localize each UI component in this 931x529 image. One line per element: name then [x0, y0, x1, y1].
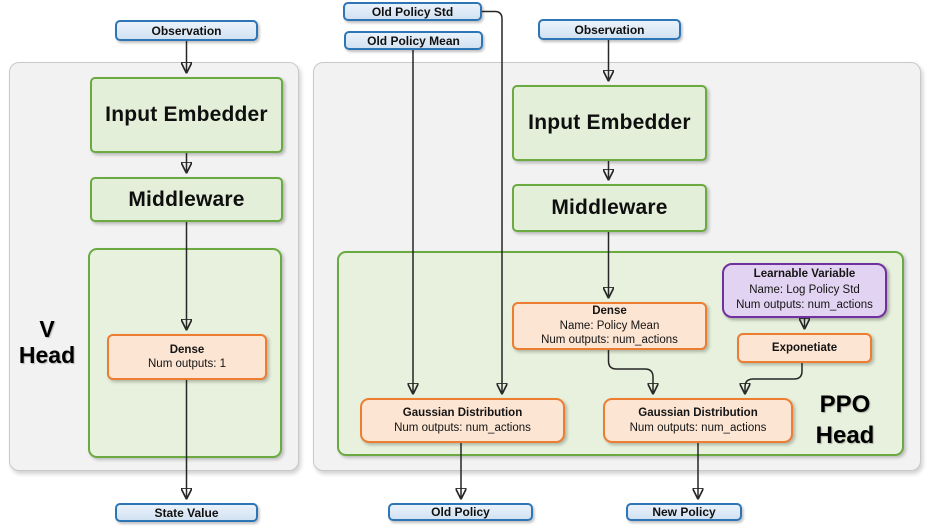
ppo-input-embedder-label: Input Embedder [528, 111, 691, 134]
old-policy-chip: Old Policy [388, 503, 533, 521]
v-input-embedder-box: Input Embedder [90, 77, 283, 153]
state-value-label: State Value [154, 505, 219, 520]
ppo-middleware-box: Middleware [512, 184, 707, 232]
learnable-variable-name: Name: Log Policy Std [749, 283, 860, 296]
ppo-middleware-label: Middleware [551, 196, 668, 219]
new-policy-chip: New Policy [626, 503, 742, 521]
ppo-head-label: PPO Head [815, 391, 875, 449]
learnable-variable-title: Learnable Variable [753, 268, 856, 281]
v-observation-label: Observation [151, 23, 222, 38]
gaussian-distribution-old-box: Gaussian Distribution Num outputs: num_a… [360, 398, 565, 443]
v-middleware-box: Middleware [90, 177, 283, 222]
old-policy-std-label: Old Policy Std [371, 4, 454, 19]
new-policy-label: New Policy [652, 505, 716, 519]
old-policy-mean-chip: Old Policy Mean [344, 31, 483, 50]
v-middleware-label: Middleware [128, 187, 245, 211]
v-head-label: V Head [18, 316, 76, 368]
ppo-dense-name: Name: Policy Mean [559, 319, 660, 332]
old-policy-std-chip: Old Policy Std [343, 2, 482, 21]
v-input-embedder-label: Input Embedder [105, 103, 268, 126]
ppo-dense-box: Dense Name: Policy Mean Num outputs: num… [512, 302, 707, 350]
v-dense-title: Dense [169, 343, 205, 356]
ppo-dense-title: Dense [592, 305, 627, 318]
learnable-variable-outputs: Num outputs: num_actions [736, 299, 873, 312]
exponetiate-box: Exponetiate [737, 333, 872, 363]
gaussian-old-outputs: Num outputs: num_actions [394, 421, 531, 434]
v-observation-chip: Observation [115, 20, 258, 41]
old-policy-mean-label: Old Policy Mean [367, 33, 460, 48]
gaussian-new-title: Gaussian Distribution [638, 407, 758, 419]
gaussian-distribution-new-box: Gaussian Distribution Num outputs: num_a… [603, 398, 793, 443]
exponetiate-label: Exponetiate [771, 341, 838, 354]
ppo-observation-label: Observation [574, 22, 645, 37]
v-dense-box: Dense Num outputs: 1 [107, 334, 267, 380]
ppo-input-embedder-box: Input Embedder [512, 85, 707, 161]
gaussian-new-outputs: Num outputs: num_actions [629, 421, 767, 434]
ppo-dense-outputs: Num outputs: num_actions [541, 334, 678, 347]
state-value-chip: State Value [115, 503, 258, 522]
gaussian-old-title: Gaussian Distribution [402, 407, 523, 419]
ppo-observation-chip: Observation [538, 19, 681, 40]
old-policy-label: Old Policy [431, 505, 490, 519]
v-dense-outputs: Num outputs: 1 [148, 358, 226, 370]
learnable-variable-box: Learnable Variable Name: Log Policy Std … [722, 263, 887, 318]
